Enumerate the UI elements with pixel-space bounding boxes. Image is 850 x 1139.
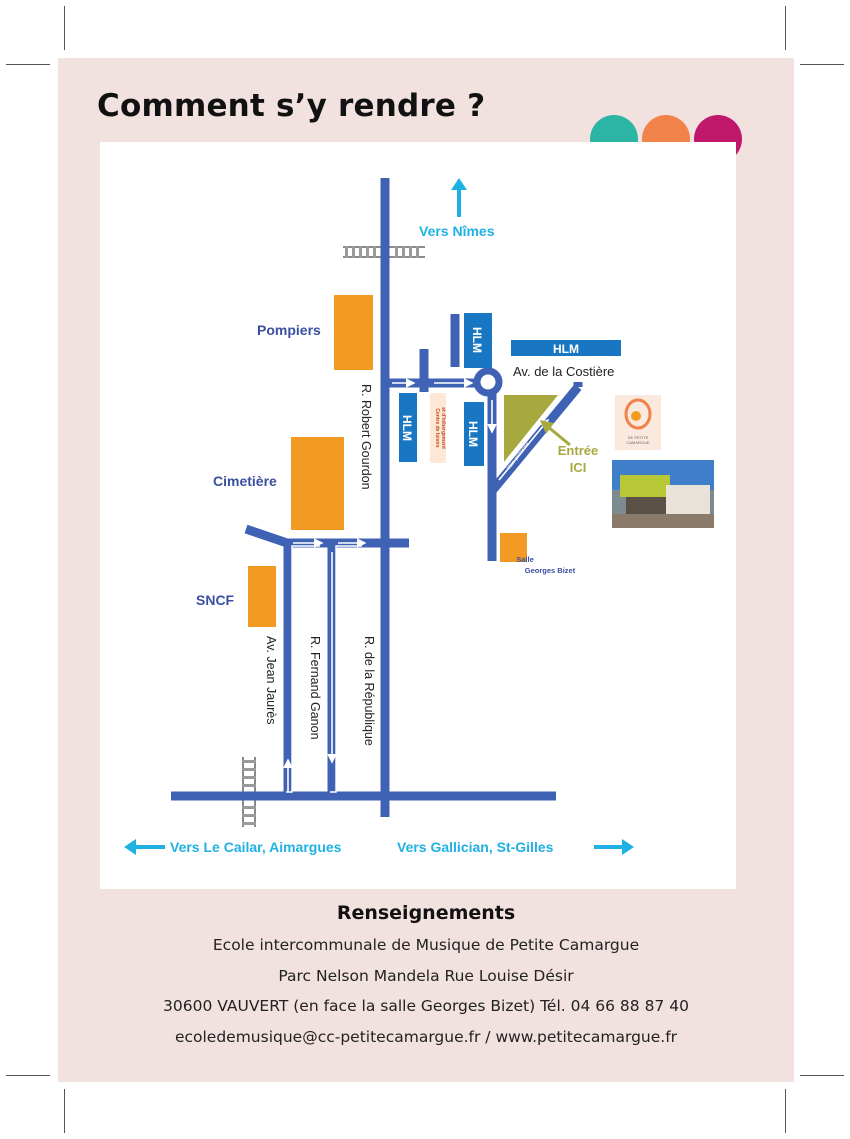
building-photo (612, 460, 714, 528)
entry-zone (504, 395, 558, 462)
building-cimetiere (291, 437, 344, 530)
info-address: Parc Nelson Mandela Rue Louise Désir (278, 967, 574, 985)
label-ici: ICI (570, 460, 587, 475)
label-robert-gourdon: R. Robert Gourdon (359, 384, 373, 490)
hlm-block-left (399, 393, 417, 462)
entry-arrow (546, 424, 571, 447)
label-pompiers: Pompiers (257, 322, 321, 338)
building-salle-georges-bizet (500, 533, 527, 562)
east-arrow-head (622, 839, 634, 855)
building-sncf (248, 566, 276, 627)
road-diag-west (244, 524, 292, 549)
access-map: Vers Nîmes Vers Le Cailar, Aimargues Ver… (100, 142, 736, 889)
label-vers-gallician: Vers Gallician, St-Gilles (397, 839, 554, 855)
label-jean-jaures: Av. Jean Jaurès (264, 636, 278, 724)
label-vers-nimes: Vers Nîmes (419, 223, 495, 239)
info-city-phone: 30600 VAUVERT (en face la salle Georges … (163, 997, 689, 1015)
crop-mark (785, 6, 786, 50)
building-centre-loisirs (430, 393, 446, 463)
page-title: Comment s’y rendre ? (97, 88, 486, 124)
label-republique: R. de la République (362, 636, 376, 746)
crop-mark (64, 6, 65, 50)
oneway-arrow (498, 418, 550, 481)
label-hlm-upper: HLM (470, 327, 484, 353)
north-arrow-head (451, 178, 467, 190)
logo-text-line1: DE PETITE (628, 435, 649, 440)
logo-text-line2: CAMARGUE (626, 440, 649, 445)
hlm-block-top (511, 340, 621, 356)
map-canvas: Vers Nîmes Vers Le Cailar, Aimargues Ver… (124, 178, 714, 855)
label-entree: Entrée (558, 443, 598, 458)
label-centre-line2: et d'hébergement (440, 407, 446, 449)
crop-mark (800, 64, 844, 65)
label-hlm-right: HLM (466, 421, 480, 447)
label-hlm-left: HLM (400, 415, 414, 441)
roundabout (473, 367, 503, 397)
info-school-name: Ecole intercommunale de Musique de Petit… (212, 936, 640, 954)
crop-mark (6, 1075, 50, 1076)
label-centre-line1: Centre de loisirs (434, 408, 440, 447)
label-salle-line1: Salle (516, 555, 534, 564)
crop-mark (64, 1089, 65, 1133)
road-diagonal-ne (488, 384, 582, 494)
label-hlm-top: HLM (553, 342, 579, 356)
label-salle-line2: Georges Bizet (525, 566, 576, 575)
crop-mark (800, 1075, 844, 1076)
label-sncf: SNCF (196, 592, 235, 608)
info-heading: Renseignements (336, 902, 516, 924)
hlm-block-right (464, 402, 484, 466)
crop-mark (785, 1089, 786, 1133)
label-costiere: Av. de la Costière (513, 364, 614, 379)
school-logo (615, 395, 661, 450)
west-arrow-head (124, 839, 136, 855)
label-fernand-ganon: R. Fernand Ganon (308, 636, 322, 740)
lane-marking (330, 545, 362, 793)
label-cimetiere: Cimetière (213, 473, 277, 489)
label-vers-le-cailar: Vers Le Cailar, Aimargues (170, 839, 342, 855)
lane-marking (286, 545, 320, 793)
building-pompiers (334, 295, 373, 370)
hlm-block-upper (464, 313, 492, 368)
info-contact-web[interactable]: ecoledemusique@cc-petitecamargue.fr / ww… (174, 1028, 678, 1046)
crop-mark (6, 64, 50, 65)
entry-arrow-head (540, 420, 554, 434)
